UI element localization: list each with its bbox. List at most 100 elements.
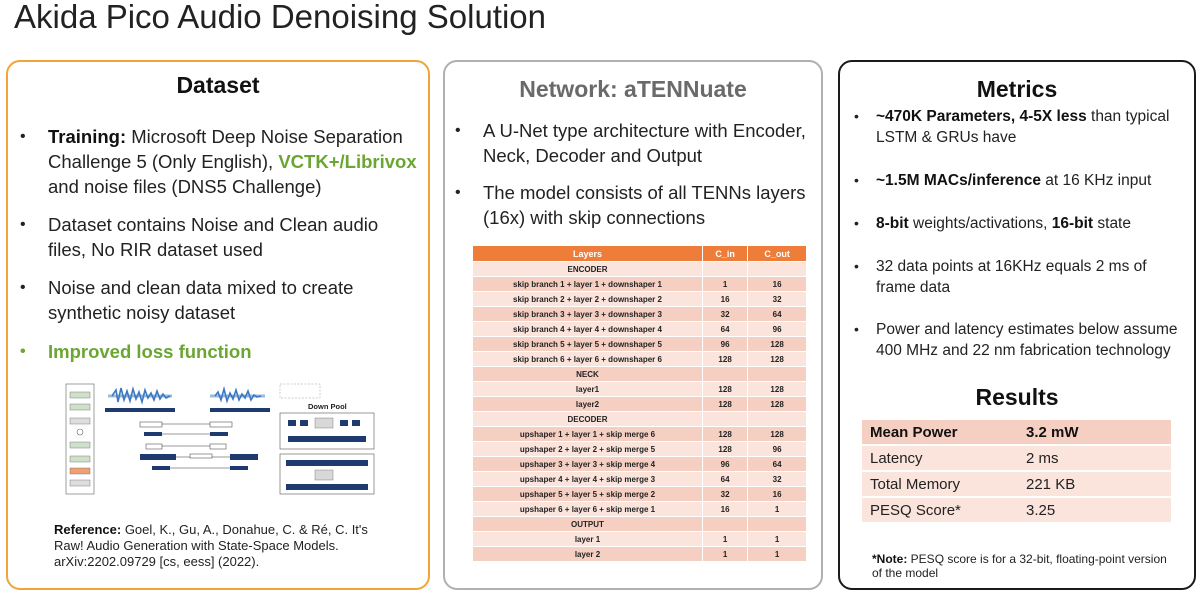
network-heading: Network: aTENNuate [519, 76, 747, 102]
dataset-bullet-4: • Improved loss function [20, 339, 420, 364]
layer-name-cell: NECK [473, 367, 702, 381]
metrics-panel: Metrics • ~470K Parameters, 4-5X less th… [838, 60, 1196, 590]
c-in-cell [703, 517, 748, 531]
c-in-cell: 128 [703, 352, 748, 366]
header-c-out: C_out [748, 246, 806, 261]
bullet-text: Noise and clean data mixed to create syn… [48, 277, 354, 323]
table-row: NECK [473, 367, 806, 381]
metric-text: than typical LSTM & GRUs have [876, 108, 1170, 146]
bullet-dot: • [20, 279, 26, 296]
c-in-cell: 1 [703, 277, 748, 291]
result-label: Mean Power [862, 420, 1018, 444]
c-out-cell [748, 367, 806, 381]
training-label: Training: [48, 126, 127, 147]
c-out-cell: 64 [748, 307, 806, 321]
c-in-cell: 1 [703, 532, 748, 546]
layer-name-cell: upshaper 4 + layer 4 + skip merge 3 [473, 472, 702, 486]
figure-block-column [65, 383, 95, 495]
c-in-cell [703, 367, 748, 381]
metric-bold: 8-bit [876, 215, 909, 232]
table-row: DECODER [473, 412, 806, 426]
bullet-dot: • [854, 215, 859, 231]
table-row: OUTPUT [473, 517, 806, 531]
c-in-cell: 32 [703, 487, 748, 501]
c-out-cell: 64 [748, 457, 806, 471]
down-pool-label: Down Pool [308, 402, 347, 411]
bullet-text: Dataset contains Noise and Clean audio f… [48, 214, 379, 260]
c-in-cell: 128 [703, 442, 748, 456]
network-panel: Network: aTENNuate • A U-Net type archit… [443, 60, 823, 590]
note-text: PESQ score is for a 32-bit, floating-poi… [872, 552, 1167, 580]
c-out-cell: 16 [748, 277, 806, 291]
dataset-panel: Dataset • Training: Microsoft Deep Noise… [6, 60, 430, 590]
c-out-cell: 128 [748, 427, 806, 441]
c-out-cell: 96 [748, 442, 806, 456]
layer-name-cell: upshaper 5 + layer 5 + skip merge 2 [473, 487, 702, 501]
result-label: PESQ Score* [862, 498, 1018, 522]
layers-table-header: Layers C_in C_out [473, 246, 806, 261]
bullet-dot: • [854, 172, 859, 188]
bullet-dot: • [455, 184, 461, 201]
c-in-cell: 128 [703, 397, 748, 411]
c-out-cell: 128 [748, 352, 806, 366]
up-pool-block [279, 453, 375, 495]
header-layers: Layers [473, 246, 702, 261]
metric-datapoints: • 32 data points at 16KHz equals 2 ms of… [854, 256, 1181, 298]
layer-name-cell: skip branch 1 + layer 1 + downshaper 1 [473, 277, 702, 291]
table-row: ENCODER [473, 262, 806, 276]
metric-text: 32 data points at 16KHz equals 2 ms of f… [876, 258, 1147, 296]
metric-assumptions: • Power and latency estimates below assu… [854, 319, 1181, 361]
layer-name-cell: layer1 [473, 382, 702, 396]
bullet-text: A U-Net type architecture with Encoder, … [483, 120, 806, 166]
dataset-heading: Dataset [176, 72, 260, 98]
c-out-cell: 96 [748, 322, 806, 336]
training-text: Microsoft Deep Noise Separation Challeng… [48, 126, 403, 172]
layer-name-cell: ENCODER [473, 262, 702, 276]
c-in-cell: 1 [703, 547, 748, 561]
bullet-dot: • [20, 343, 26, 360]
c-out-cell: 32 [748, 292, 806, 306]
metric-bold: 16-bit [1051, 215, 1094, 232]
c-out-cell: 128 [748, 337, 806, 351]
metric-bold: ~470K Parameters, 4-5X less [876, 108, 1087, 125]
layer-name-cell: DECODER [473, 412, 702, 426]
layer-name-cell: upshaper 2 + layer 2 + skip merge 5 [473, 442, 702, 456]
c-in-cell: 64 [703, 472, 748, 486]
metric-bitwidth: • 8-bit weights/activations, 16-bit stat… [854, 213, 1181, 234]
c-out-cell: 16 [748, 487, 806, 501]
c-out-cell [748, 262, 806, 276]
result-value: 2 ms [1018, 446, 1171, 470]
unet-architecture-figure: Down Pool [65, 383, 375, 495]
results-heading: Results [975, 384, 1059, 410]
layer-name-cell: skip branch 2 + layer 2 + downshaper 2 [473, 292, 702, 306]
c-in-cell: 128 [703, 382, 748, 396]
network-bullet-1: • A U-Net type architecture with Encoder… [455, 118, 813, 168]
bullet-dot: • [854, 108, 859, 124]
result-label: Latency [862, 446, 1018, 470]
result-value: 221 KB [1018, 472, 1171, 496]
layer-name-cell: skip branch 3 + layer 3 + downshaper 3 [473, 307, 702, 321]
c-out-cell [748, 517, 806, 531]
layer-name-cell: layer2 [473, 397, 702, 411]
c-in-cell: 32 [703, 307, 748, 321]
c-out-cell: 1 [748, 547, 806, 561]
bullet-dot: • [854, 258, 859, 274]
result-label: Total Memory [862, 472, 1018, 496]
slide-title: Akida Pico Audio Denoising Solution [14, 0, 547, 35]
pesq-note: *Note: PESQ score is for a 32-bit, float… [872, 552, 1172, 580]
c-in-cell: 128 [703, 427, 748, 441]
training-bullet: • Training: Microsoft Deep Noise Separat… [20, 124, 420, 199]
reference-body: Goel, K., Gu, A., Donahue, C. & Ré, C. I… [54, 522, 368, 569]
